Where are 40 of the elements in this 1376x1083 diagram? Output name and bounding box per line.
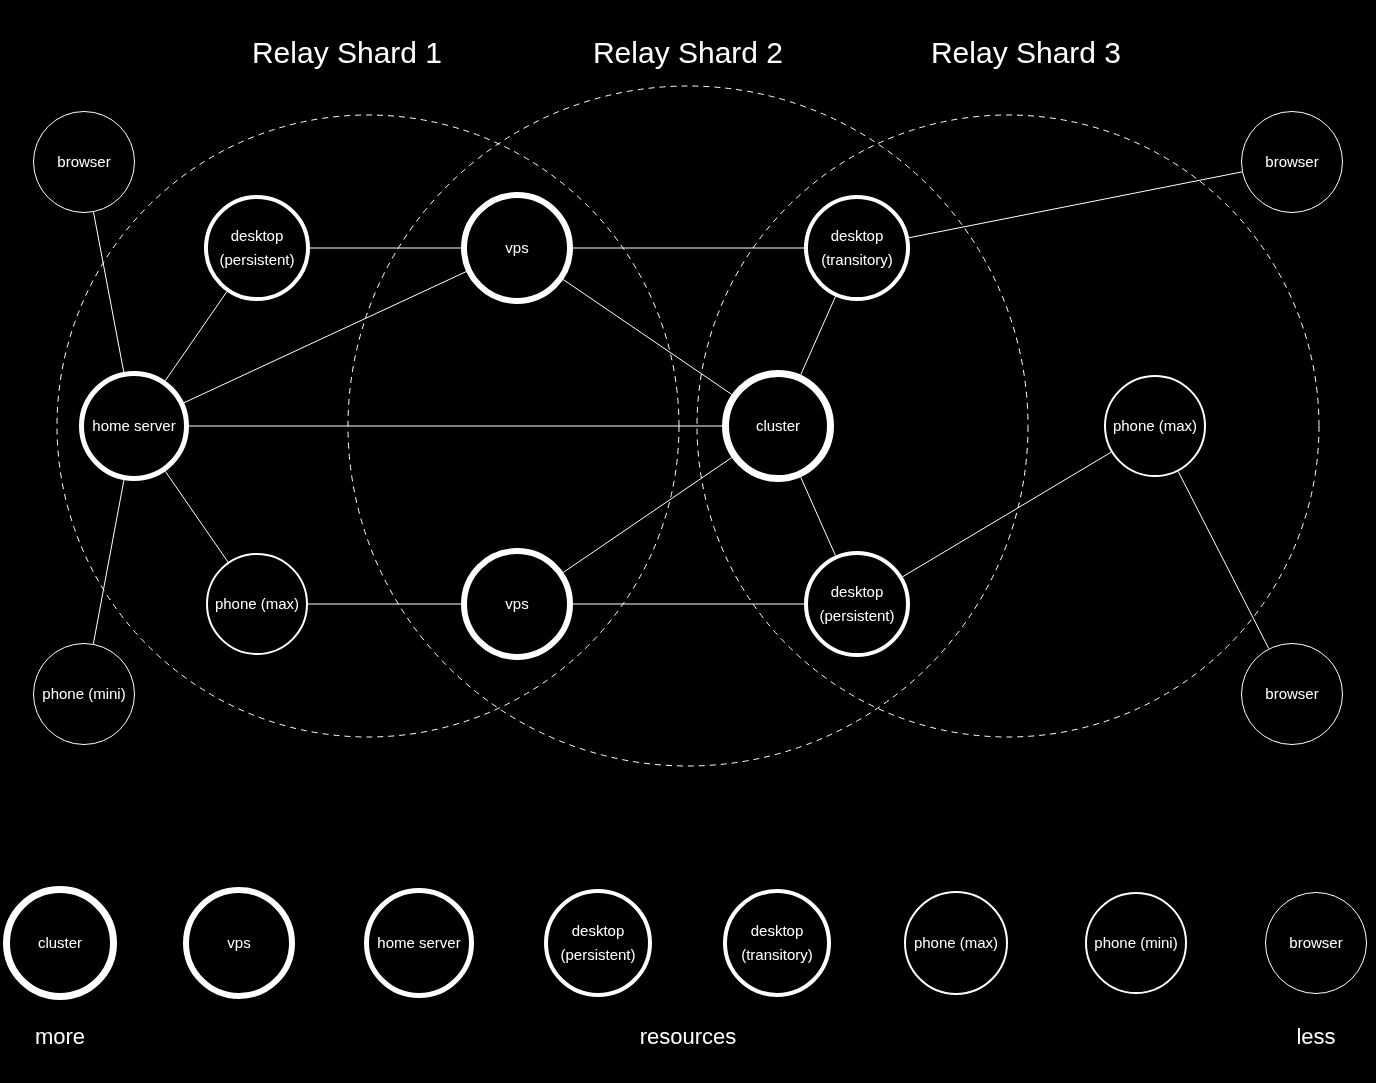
device-label: vps [504, 594, 530, 614]
connector-line [164, 291, 228, 382]
connector-line [309, 247, 462, 249]
device-label: phone (mini) [1093, 933, 1179, 953]
device-label: desktop (transitory) [820, 226, 894, 270]
device-label: vps [226, 933, 252, 953]
connector-line [572, 603, 805, 605]
connector-line [572, 247, 805, 249]
scale-label: more [34, 1023, 86, 1051]
device-label: desktop (persistent) [218, 226, 296, 270]
connector-line [562, 279, 733, 395]
shard-title: Relay Shard 3 [930, 35, 1122, 71]
shard-title: Relay Shard 1 [251, 35, 443, 71]
device-label: home server [376, 933, 462, 953]
device-label: phone (max) [1111, 416, 1199, 436]
connector-line [92, 479, 125, 645]
device-label: phone (max) [912, 933, 1000, 953]
device-label: browser [1264, 684, 1320, 704]
connector-line [1177, 470, 1270, 650]
device-label: desktop (transitory) [740, 921, 814, 965]
device-label: vps [504, 238, 530, 258]
device-label: phone (max) [213, 594, 301, 614]
connector-line [307, 603, 462, 605]
scale-label: resources [639, 1023, 737, 1051]
device-label: cluster [754, 416, 802, 436]
scale-label: less [1296, 1023, 1336, 1051]
device-label: browser [1264, 152, 1320, 172]
device-label: browser [56, 152, 112, 172]
device-label: home server [91, 416, 177, 436]
device-label: phone (mini) [41, 684, 127, 704]
device-label: desktop (persistent) [818, 582, 896, 626]
connector-line [562, 457, 733, 573]
shard-title: Relay Shard 2 [592, 35, 784, 71]
connector-line [93, 211, 125, 373]
connector-line [902, 451, 1112, 578]
connector-line [164, 470, 229, 563]
device-label: browser [1288, 933, 1344, 953]
device-label: desktop (persistent) [559, 921, 637, 965]
connector-line [188, 425, 723, 427]
device-label: cluster [36, 933, 84, 953]
